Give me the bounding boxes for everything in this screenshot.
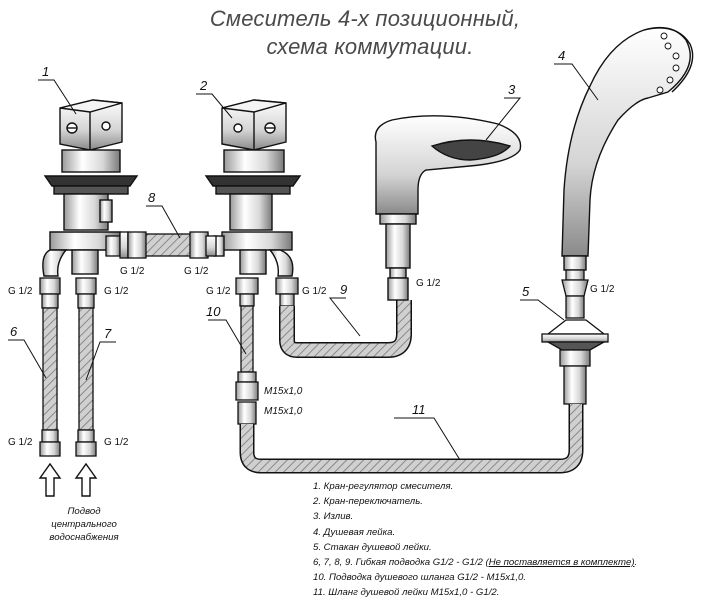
thread-label: G 1/2 xyxy=(120,266,145,277)
tap-1-side-outlet xyxy=(105,231,129,259)
tap-2-outlets xyxy=(235,277,299,307)
callout-4: 4 xyxy=(558,48,565,63)
thread-label: G 1/2 xyxy=(302,286,327,297)
thread-label: G 1/2 xyxy=(590,284,615,295)
supply-label: Подвод центрального водоснабжения xyxy=(34,505,134,544)
legend-item: 2. Кран-переключатель. xyxy=(313,496,423,508)
supply-label-line3: водоснабжения xyxy=(49,532,119,543)
legend-item-hoses-end: . xyxy=(634,557,638,569)
legend-item: 3. Излив. xyxy=(313,511,354,523)
callout-10: 10 xyxy=(206,304,221,319)
legend-item: 11. Шланг душевой лейки M15x1,0 - G1/2. xyxy=(313,587,500,599)
thread-label: G 1/2 xyxy=(104,286,129,297)
supply-label-line1: Подвод xyxy=(67,506,101,517)
hose-8 xyxy=(127,231,217,259)
thread-label: M15x1,0 xyxy=(264,386,303,397)
callout-1: 1 xyxy=(42,64,49,79)
callout-leaders xyxy=(8,63,599,461)
legend-item-hoses: 6, 7, 8, 9. Гибкая подводка G1/2 - G1/2 … xyxy=(313,555,713,570)
thread-label: G 1/2 xyxy=(416,278,441,289)
legend-item: 5. Стакан душевой лейки. xyxy=(313,541,432,553)
supply-label-line2: центрального xyxy=(51,519,117,530)
hose-6 xyxy=(39,277,61,457)
thread-label: G 1/2 xyxy=(104,437,129,448)
thread-label: G 1/2 xyxy=(184,266,209,277)
tap-1-regulator xyxy=(42,99,139,277)
callout-8: 8 xyxy=(148,190,156,205)
hose-10 xyxy=(235,305,259,425)
thread-label: G 1/2 xyxy=(8,437,33,448)
callout-2: 2 xyxy=(199,78,208,93)
thread-label: G 1/2 xyxy=(8,286,33,297)
callout-11: 11 xyxy=(412,402,426,417)
supply-arrow-right xyxy=(74,462,98,497)
spout-3 xyxy=(374,115,522,301)
callout-3: 3 xyxy=(508,82,516,97)
thread-label: M15x1,0 xyxy=(264,406,303,417)
callout-7: 7 xyxy=(104,326,112,341)
callout-5: 5 xyxy=(522,284,530,299)
legend-item-hoses-text: 6, 7, 8, 9. Гибкая подводка G1/2 - G1/2 xyxy=(313,557,486,569)
hose-11 xyxy=(239,404,584,474)
parts-legend: 1. Кран-регулятор смесителя. 2. Кран-пер… xyxy=(313,479,713,601)
supply-arrow-left xyxy=(38,462,62,497)
thread-label: G 1/2 xyxy=(206,286,231,297)
shower-holder-5 xyxy=(541,269,609,405)
legend-item: 4. Душевая лейка. xyxy=(313,526,396,538)
hose-9 xyxy=(279,300,412,358)
diagram-title-line2: схема коммутации. xyxy=(266,34,474,59)
callout-6: 6 xyxy=(10,324,18,339)
diagram-title-line1: Смеситель 4-х позиционный, xyxy=(209,6,521,31)
legend-item-hoses-note: (Не поставляется в комплекте) xyxy=(485,557,635,569)
legend-item: 1. Кран-регулятор смесителя. xyxy=(313,481,454,492)
callout-9: 9 xyxy=(340,282,347,297)
legend-item: 10. Подводка душевого шланга G1/2 - M15x… xyxy=(313,572,527,584)
shower-head-4 xyxy=(561,26,694,271)
tap-2-switch xyxy=(204,99,302,277)
hose-7 xyxy=(75,277,97,457)
